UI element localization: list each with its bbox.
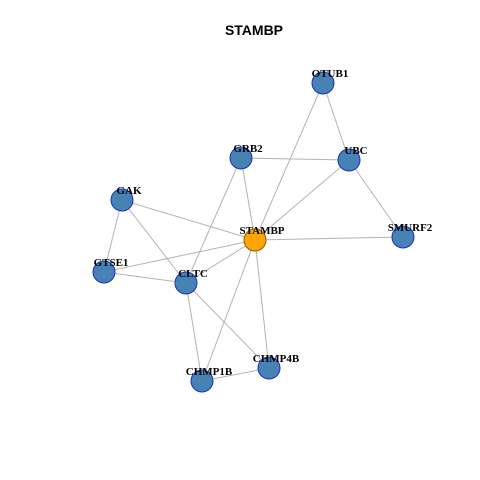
- node-circle[interactable]: [243, 228, 267, 252]
- node-otub1[interactable]: OTUB1: [311, 68, 349, 95]
- diagram-title: STAMBP: [225, 22, 283, 38]
- node-smurf2[interactable]: SMURF2: [388, 222, 433, 249]
- node-circle[interactable]: [337, 148, 361, 172]
- edge-grb2-stambp: [240, 157, 256, 241]
- node-gak[interactable]: GAK: [110, 185, 142, 212]
- node-label: GAK: [116, 185, 142, 197]
- edge-stambp-chmp1b: [201, 239, 256, 382]
- edge-stambp-chmp4b: [254, 239, 270, 369]
- edge-grb2-cltc: [185, 157, 242, 284]
- edge-gak-cltc: [121, 199, 187, 284]
- edge-otub1-ubc: [322, 82, 350, 161]
- edge-gak-gtse1: [103, 199, 123, 273]
- node-chmp1b[interactable]: CHMP1B: [186, 366, 233, 393]
- node-label: STAMBP: [239, 225, 284, 237]
- node-circle[interactable]: [92, 260, 116, 284]
- edge-stambp-cltc: [185, 239, 256, 284]
- node-circle[interactable]: [229, 146, 253, 170]
- node-label: UBC: [344, 145, 367, 157]
- node-label: OTUB1: [312, 68, 349, 80]
- edge-cltc-chmp1b: [185, 282, 203, 382]
- node-ubc[interactable]: UBC: [337, 145, 368, 172]
- node-chmp4b[interactable]: CHMP4B: [253, 353, 300, 380]
- node-label: GRB2: [233, 143, 263, 155]
- node-label: CLTC: [178, 268, 208, 280]
- node-circle[interactable]: [257, 356, 281, 380]
- node-label: SMURF2: [388, 222, 433, 234]
- edge-cltc-chmp4b: [185, 282, 270, 369]
- node-stambp[interactable]: STAMBP: [239, 225, 285, 252]
- edge-ubc-stambp: [254, 159, 350, 241]
- node-circle[interactable]: [110, 188, 134, 212]
- node-grb2[interactable]: GRB2: [229, 143, 263, 170]
- edge-grb2-ubc: [240, 157, 350, 161]
- node-circle[interactable]: [190, 369, 214, 393]
- edge-otub1-stambp: [254, 82, 324, 241]
- node-label: GTSE1: [94, 257, 129, 269]
- edge-stambp-gtse1: [103, 239, 256, 273]
- node-circle[interactable]: [391, 225, 415, 249]
- node-label: CHMP4B: [253, 353, 300, 365]
- edge-gak-stambp: [121, 199, 256, 241]
- node-gtse1[interactable]: GTSE1: [92, 257, 129, 284]
- node-label: CHMP1B: [186, 366, 233, 378]
- node-cltc[interactable]: CLTC: [174, 268, 208, 295]
- node-circle[interactable]: [174, 271, 198, 295]
- node-circle[interactable]: [311, 71, 335, 95]
- edge-gtse1-cltc: [103, 271, 187, 284]
- edge-stambp-smurf2: [254, 236, 404, 241]
- edge-ubc-smurf2: [348, 159, 404, 238]
